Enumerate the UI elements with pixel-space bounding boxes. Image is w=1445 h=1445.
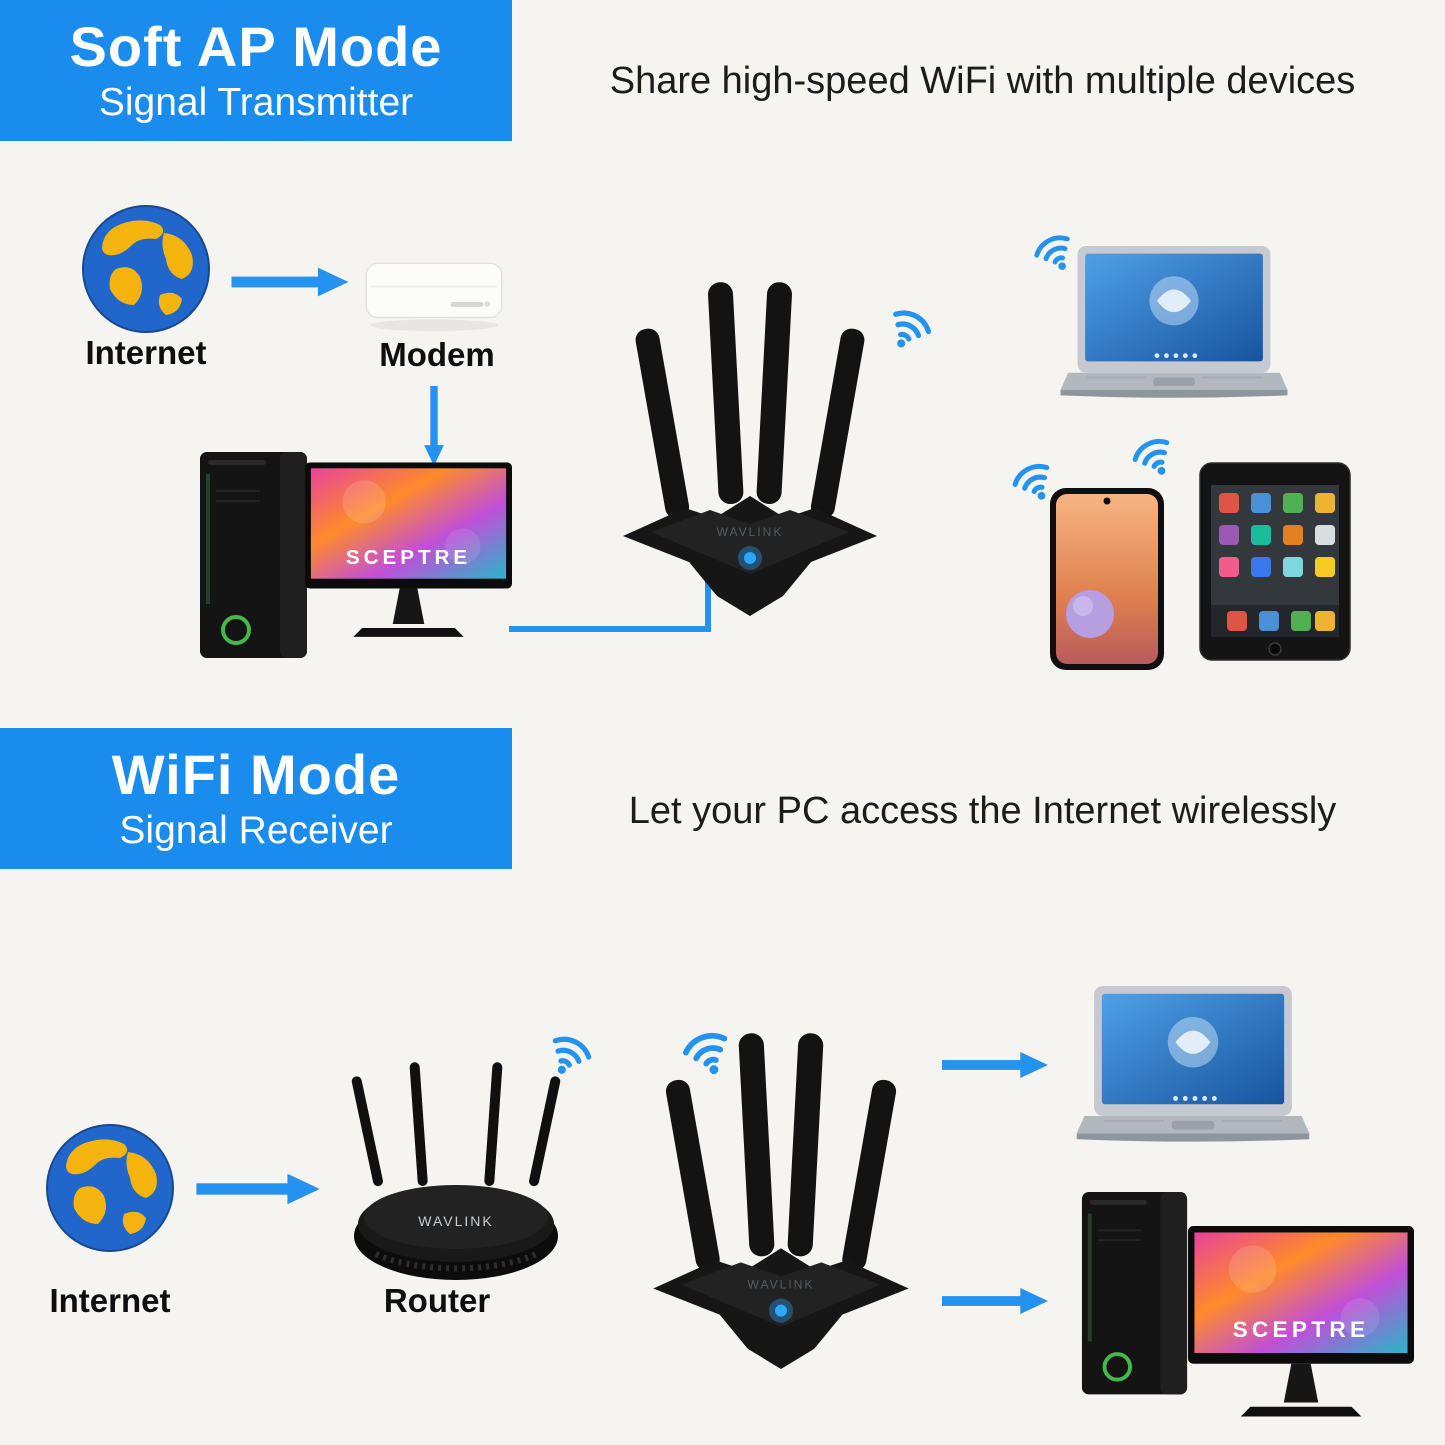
router-label: Router — [383, 1282, 491, 1319]
monitor-illustration — [305, 462, 512, 652]
connector-line — [509, 569, 711, 632]
soft-ap-mode-title: Soft AP Mode — [69, 15, 443, 78]
wifi-mode-subtitle: Signal Receiver — [119, 809, 393, 852]
tablet-illustration — [1198, 461, 1352, 662]
arrow-right-icon — [186, 1170, 330, 1208]
pc-tower-illustration — [195, 450, 312, 662]
bottom-tagline: Let your PC access the Internet wireless… — [628, 790, 1337, 832]
globe-icon — [80, 203, 212, 335]
wifi-adapter-illustration — [615, 270, 885, 628]
modem-illustration — [360, 242, 508, 334]
router-illustration — [346, 1056, 566, 1284]
modem-label: Modem — [379, 336, 495, 373]
soft-ap-mode-subtitle: Signal Transmitter — [98, 81, 414, 124]
wifi-signal-icon — [1114, 415, 1190, 491]
laptop-illustration — [1076, 986, 1310, 1146]
internet-label-top: Internet — [85, 334, 207, 371]
arrow-down-icon — [415, 386, 453, 466]
internet-label-bottom: Internet — [49, 1282, 171, 1319]
pc-tower-illustration — [1078, 1190, 1191, 1445]
soft-ap-mode-header: Soft AP Mode Signal Transmitter — [0, 0, 512, 141]
wifi-mode-title: WiFi Mode — [111, 743, 401, 806]
arrow-right-icon — [942, 1284, 1048, 1318]
arrow-right-icon — [226, 264, 354, 300]
wifi-adapter-illustration — [645, 1025, 917, 1377]
wifi-mode-header: WiFi Mode Signal Receiver — [0, 728, 512, 869]
globe-icon — [44, 1122, 176, 1254]
monitor-illustration — [1188, 1226, 1414, 1445]
arrow-right-icon — [942, 1048, 1048, 1082]
smartphone-illustration — [1048, 486, 1166, 672]
laptop-illustration — [1060, 246, 1288, 402]
top-tagline: Share high-speed WiFi with multiple devi… — [609, 60, 1356, 102]
